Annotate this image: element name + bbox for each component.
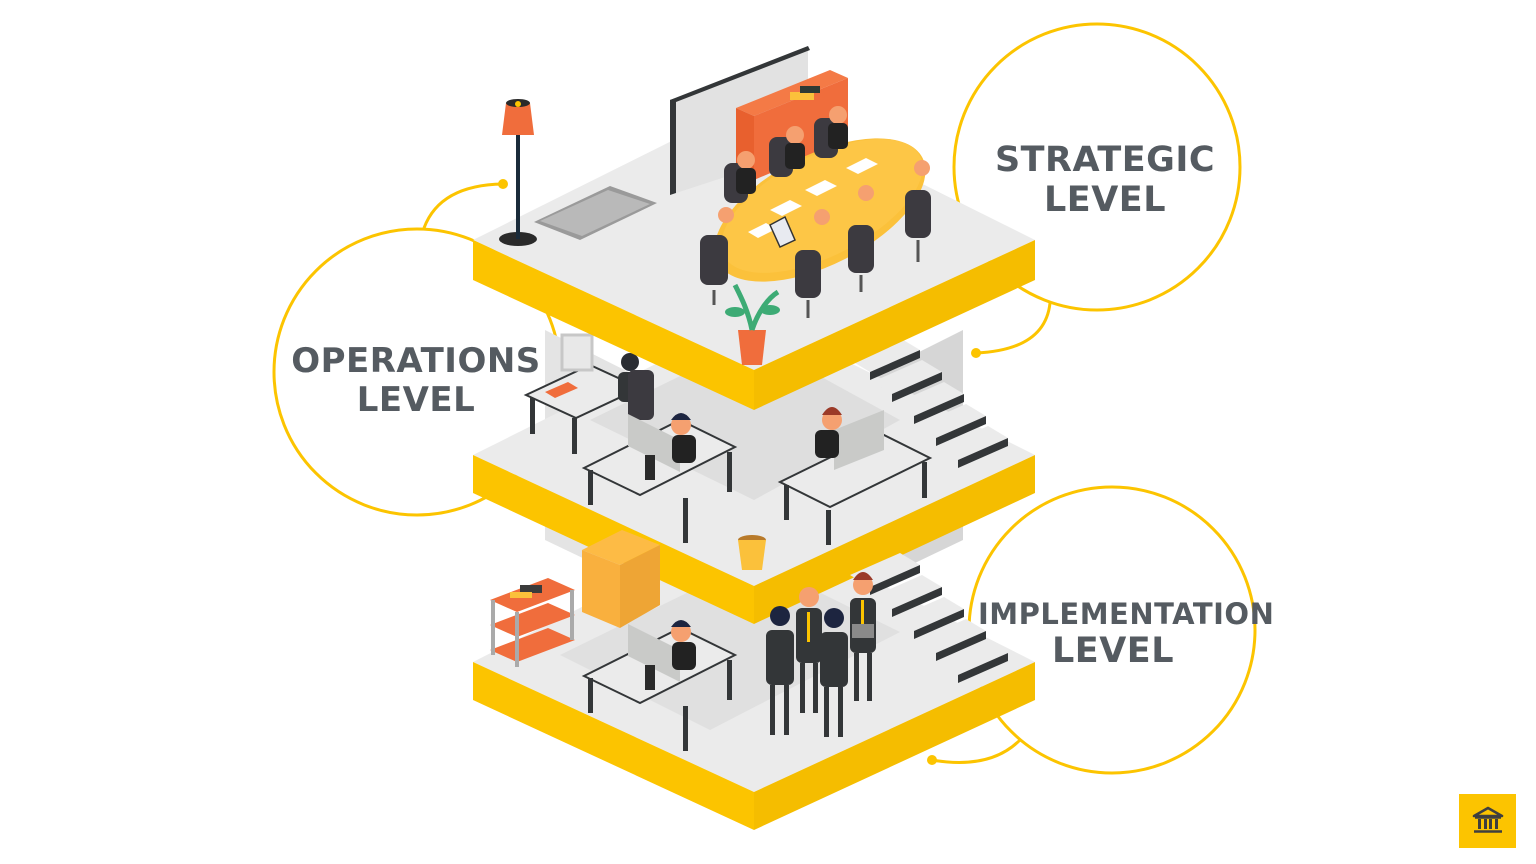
implementation-level-line1: IMPLEMENTATION	[978, 597, 1275, 631]
implementation-furniture	[490, 530, 876, 751]
callout-circles	[272, 22, 1257, 775]
home-button[interactable]	[1459, 794, 1516, 848]
operations-level-label: OPERATIONS LEVEL	[280, 341, 552, 421]
operations-level-line1: OPERATIONS	[291, 341, 541, 381]
floor-operations	[473, 315, 1035, 624]
strategic-furniture	[499, 46, 931, 365]
connector-dots	[498, 179, 981, 765]
implementation-level-line2: LEVEL	[1051, 631, 1174, 672]
strategic-circle	[952, 22, 1242, 312]
stairs-upper	[850, 338, 1008, 468]
operations-level-line2: LEVEL	[356, 380, 476, 421]
strategic-level-line2: LEVEL	[1043, 180, 1166, 221]
implementation-level-label: IMPLEMENTATION LEVEL	[978, 597, 1275, 672]
strategic-level-line1: STRATEGIC	[994, 140, 1216, 180]
operations-desks	[523, 333, 933, 570]
strategic-level-label: STRATEGIC LEVEL	[985, 140, 1225, 221]
bank-building-icon	[1472, 806, 1503, 833]
